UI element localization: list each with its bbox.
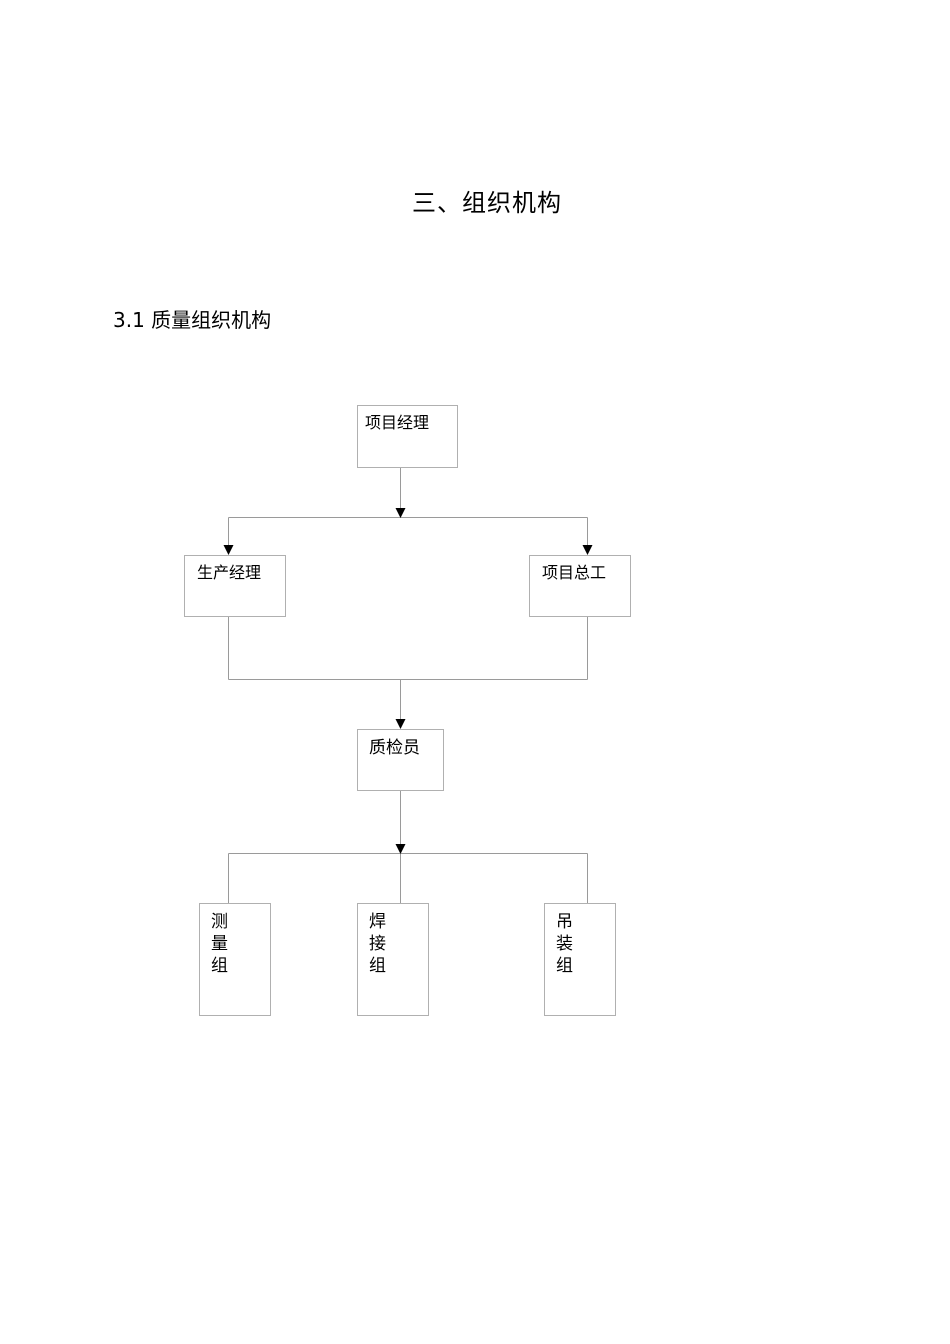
node-label: 焊接组 [369,912,386,976]
node-survey-group: 测量组 [199,903,271,1016]
node-label: 项目经理 [365,413,430,432]
node-label: 质检员 [369,738,420,758]
node-label: 项目总工 [542,563,607,582]
node-quality-inspector: 质检员 [357,729,444,791]
arrowhead-down [395,844,406,854]
node-label: 生产经理 [197,563,262,582]
node-project-manager: 项目经理 [357,405,458,468]
node-label: 吊装组 [556,912,573,976]
section-heading: 3.1 质量组织机构 [113,308,272,332]
arrowhead-down [395,719,406,729]
node-chief-engineer: 项目总工 [529,555,631,617]
node-welding-group: 焊接组 [357,903,429,1016]
arrowhead-down [582,545,593,555]
arrowhead-down [223,545,234,555]
node-label: 测量组 [211,912,228,976]
node-production-manager: 生产经理 [184,555,286,617]
page-title: 三、组织机构 [412,189,562,217]
arrowhead-down [395,508,406,518]
node-lifting-group: 吊装组 [544,903,616,1016]
